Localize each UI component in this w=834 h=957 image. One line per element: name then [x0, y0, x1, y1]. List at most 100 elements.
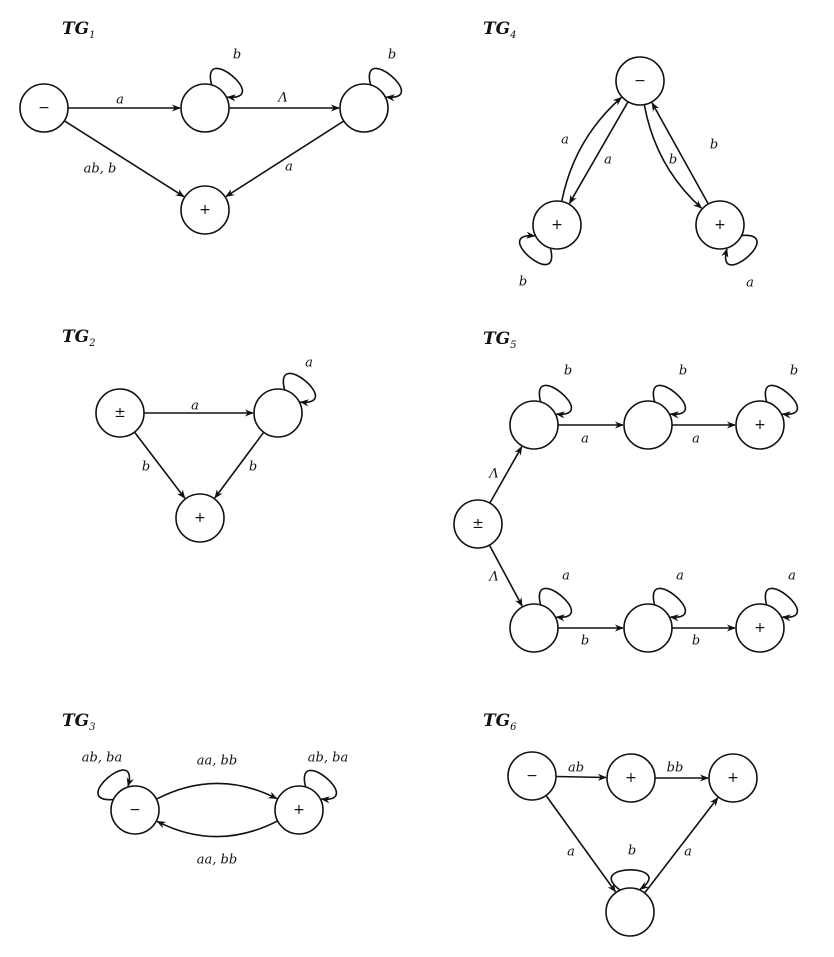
edge-s1-to-s2: b: [214, 431, 265, 499]
edge-label: aa, bb: [197, 754, 237, 769]
edge-u2-to-u2: b: [652, 364, 687, 419]
edge-s3-to-s2: a: [643, 797, 719, 894]
edge-arrow: [489, 446, 523, 504]
graph-title: TG1: [62, 19, 96, 41]
graph-title-subscript: 6: [510, 722, 517, 733]
edge-l3-to-l3: a: [764, 569, 799, 622]
edge-arrow: [156, 782, 278, 800]
edge-label: b: [679, 364, 687, 379]
edge-arrow: [133, 431, 186, 499]
graph-title: TG5: [483, 329, 517, 351]
state-circle: [509, 400, 559, 450]
edge-s0-to-l1: Λ: [488, 544, 523, 607]
state-mark: ±: [114, 405, 126, 421]
edge-arrow: [156, 820, 278, 838]
state-s2: [339, 83, 389, 133]
edge-arrow: [368, 67, 403, 102]
state-s0: ±: [95, 388, 145, 438]
graph-title-subscript: 1: [89, 30, 95, 41]
edge-label: b: [233, 48, 241, 63]
state-circle: [253, 388, 303, 438]
state-s0: −: [615, 56, 665, 106]
state-u3: +: [735, 400, 785, 450]
edge-s2-to-s3: a: [225, 120, 345, 198]
edge-label: a: [604, 153, 612, 168]
state-mark: −: [129, 802, 141, 818]
state-circle: [735, 400, 785, 450]
state-circle: [274, 785, 324, 835]
state-s0: −: [507, 751, 557, 801]
edge-label: b: [692, 634, 700, 649]
edge-label: a: [305, 356, 313, 371]
edge-label: a: [285, 160, 293, 175]
state-s2: +: [175, 493, 225, 543]
graph-title: TG3: [62, 711, 96, 733]
edge-arrow: [225, 120, 345, 198]
state-s3: [605, 887, 655, 937]
state-mark: +: [194, 510, 206, 526]
edge-s2-to-s0: b: [651, 102, 709, 205]
edge-arrow: [303, 769, 338, 804]
state-mark: +: [754, 620, 766, 636]
edge-s0-to-s2: b: [133, 431, 186, 499]
edge-s3-to-s3: b: [610, 844, 650, 891]
edge-s0-to-s1: a: [144, 399, 254, 417]
edge-l1-to-l1: a: [538, 569, 573, 622]
edge-s1-to-s1: a: [282, 356, 317, 407]
edge-label: a: [684, 845, 692, 860]
graph-title-main: TG: [62, 327, 89, 347]
state-s1: [180, 83, 230, 133]
graph-title-subscript: 3: [89, 722, 95, 733]
edge-arrow: [764, 384, 799, 419]
state-circle: [615, 56, 665, 106]
state-circle: [509, 603, 559, 653]
edge-arrow: [97, 769, 134, 801]
edge-s1-to-s1: b: [519, 231, 553, 290]
edge-arrow: [538, 587, 573, 622]
edge-label: ab, ba: [82, 751, 122, 766]
edge-arrow: [652, 587, 687, 622]
edge-label: bb: [667, 761, 684, 776]
state-circle: [605, 887, 655, 937]
state-mark: +: [551, 217, 563, 233]
graph-title-main: TG: [483, 711, 510, 731]
edge-label: b: [142, 460, 150, 475]
edge-arrow: [643, 797, 719, 894]
edge-s0-to-s3: a: [545, 795, 617, 893]
graph-title: TG6: [483, 711, 517, 733]
edge-label: a: [191, 399, 199, 414]
edge-label: Λ: [277, 91, 287, 106]
graph-title: TG2: [62, 327, 96, 349]
graph-title-subscript: 4: [509, 30, 516, 41]
edge-s0-to-s1: a: [68, 93, 181, 112]
state-circle: [19, 83, 69, 133]
edge-arrow: [282, 372, 317, 407]
state-mark: +: [727, 770, 739, 786]
edge-label: a: [676, 569, 684, 584]
state-circle: [623, 603, 673, 653]
edge-label: b: [249, 460, 257, 475]
edge-label: a: [116, 93, 124, 108]
edge-label: Λ: [488, 467, 498, 482]
edge-arrow: [209, 67, 244, 102]
edge-s2-to-s2: a: [721, 234, 758, 291]
edge-u1-to-u1: b: [538, 364, 573, 419]
state-s1: [253, 388, 303, 438]
edge-arrow: [538, 384, 573, 419]
edge-label: b: [564, 364, 572, 379]
edge-arrow: [488, 544, 523, 607]
state-circle: [453, 499, 503, 549]
edge-arrow: [764, 587, 799, 622]
edge-arrow: [560, 96, 622, 202]
state-l2: [623, 603, 673, 653]
edge-label: b: [790, 364, 798, 379]
state-mark: −: [526, 768, 538, 784]
edge-u1-to-u2: a: [558, 421, 624, 447]
edge-label: ab, ba: [308, 751, 348, 766]
edge-label: a: [567, 845, 575, 860]
graph-title-subscript: 2: [88, 338, 95, 349]
